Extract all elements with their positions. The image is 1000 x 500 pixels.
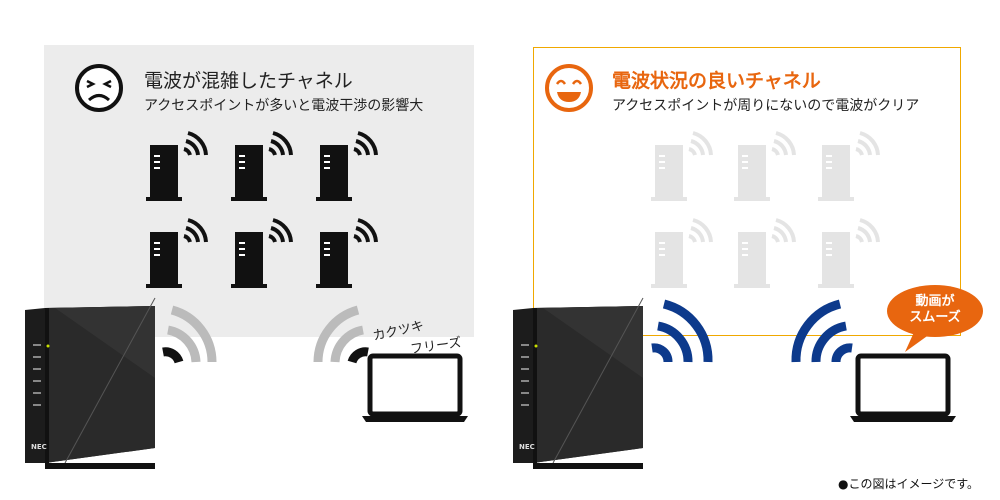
clear-title: 電波状況の良いチャネル (612, 70, 821, 92)
wifi-signal-weak-laptop (313, 305, 369, 364)
laptop-left (362, 356, 468, 422)
clear-channel-panel (533, 47, 961, 336)
laptop-right (850, 356, 956, 422)
access-point-icons-faded (649, 131, 880, 290)
image-disclaimer: ●この図はイメージです。 (838, 477, 980, 491)
bubble-text: 動画が スムーズ (895, 294, 975, 326)
wifi-signal-strong-laptop (791, 299, 853, 363)
congested-title: 電波が混雑したチャネル (144, 70, 353, 92)
router-logo-right: NEC (519, 443, 535, 451)
access-point-icons-congested (144, 131, 378, 290)
wifi-signal-strong-router (651, 299, 713, 363)
happy-face-icon (545, 64, 593, 112)
clear-subtitle: アクセスポイントが周りにないので電波がクリア (612, 98, 920, 114)
wifi-signal-weak-left (162, 305, 217, 364)
sad-face-icon (75, 64, 123, 112)
congested-subtitle: アクセスポイントが多いと電波干渉の影響大 (144, 98, 424, 114)
bubble-line-2: スムーズ (909, 310, 961, 325)
bubble-line-1: 動画が (915, 294, 955, 309)
router-logo-left: NEC (31, 443, 47, 451)
speech-bubble (887, 285, 983, 352)
